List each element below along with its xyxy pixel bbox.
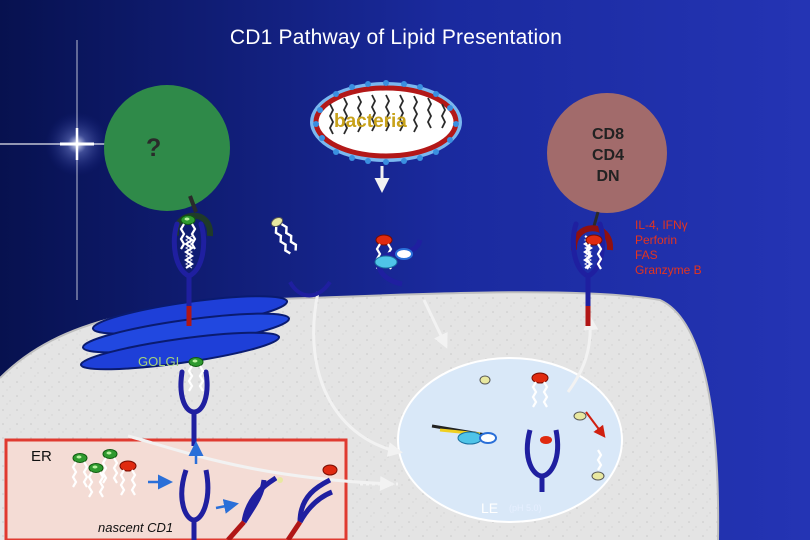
er-compartment xyxy=(4,438,348,540)
unknown-cell-question-mark: ? xyxy=(146,134,162,162)
late-endosome-ph-label: (pH 5.0) xyxy=(509,503,542,513)
nascent-cd1-label: nascent CD1 xyxy=(98,520,174,535)
golgi-apparatus xyxy=(79,295,291,371)
effector-cytokines: IL-4, IFNγ xyxy=(635,218,688,232)
le-contents xyxy=(431,371,606,492)
surface-lipid xyxy=(270,216,298,255)
golgi-label: GOLGI xyxy=(138,354,180,369)
trafficking-arrows xyxy=(127,166,599,491)
endocytic-pit xyxy=(288,280,332,298)
unknown-t-cell xyxy=(104,85,230,211)
late-endosome-label: LE xyxy=(481,500,499,516)
t-cell-line-cd4: CD4 xyxy=(591,147,624,164)
t-cell-line-dn: DN xyxy=(596,168,620,185)
bacteria-label: bacteria xyxy=(334,111,407,132)
t-cell-label: CD8 CD4 DN xyxy=(576,124,640,187)
t-cell-line-cd8: CD8 xyxy=(591,126,624,143)
effector-granzyme: Granzyme B xyxy=(635,263,702,277)
nascent-cd1-molecules xyxy=(179,464,338,540)
effector-molecule-list: IL-4, IFNγ Perforin FAS Granzyme B xyxy=(635,218,702,278)
bacterium xyxy=(310,80,462,165)
late-endosome xyxy=(397,357,623,523)
effector-perforin: Perforin xyxy=(635,233,678,247)
effector-fas: FAS xyxy=(635,248,658,262)
diagram-title: CD1 Pathway of Lipid Presentation xyxy=(229,26,563,49)
t-cell xyxy=(547,93,667,213)
er-label: ER xyxy=(31,448,52,465)
